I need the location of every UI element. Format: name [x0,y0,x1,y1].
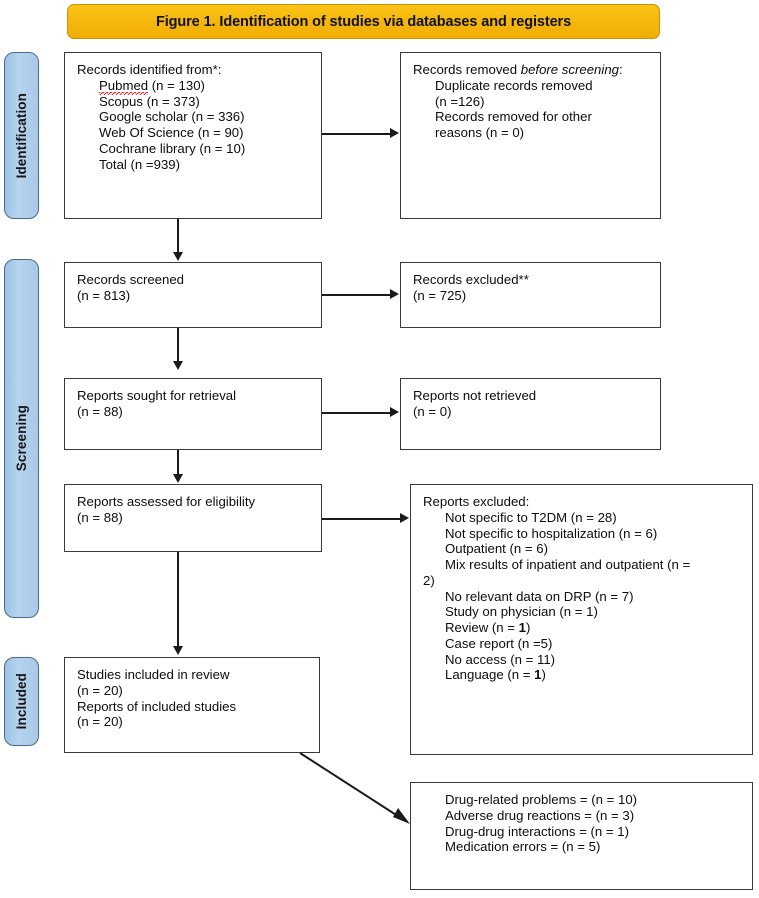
reports-not-retrieved-label: Reports not retrieved [413,388,537,403]
studies-included-label: Studies included in review [77,667,230,682]
reports-included-count: (n = 20) [77,714,123,730]
reports-sought-label: Reports sought for retrieval [77,388,237,403]
reports-excluded-item-language-count: 1 [534,667,542,683]
reports-sought-count: (n = 88) [77,403,123,419]
outcome-medication-errors: Medication errors = (n = 5) [445,839,601,855]
box-records-screened: Records screened (n = 813) [64,262,322,328]
records-identified-item-cochrane: Cochrane library (n = 10) [99,140,246,156]
stage-label-included-text: Included [14,673,29,730]
connector-screened-to-excluded [322,294,391,296]
connector-sought-to-assessed [177,450,179,475]
figure-title-text: Figure 1. Identification of studies via … [155,13,572,30]
arrowhead-screened-to-excluded [390,289,399,299]
box-records-removed: Records removed before screening: Duplic… [400,52,661,219]
stage-label-screening-text: Screening [14,405,29,472]
records-removed-heading: Records removed before screening: [413,62,650,78]
connector-included-to-outcomes-line [299,752,405,821]
records-removed-heading-italic: before screening [520,62,619,77]
box-records-excluded: Records excluded** (n = 725) [400,262,661,328]
box-outcomes: Drug-related problems = (n = 10) Adverse… [410,782,753,890]
figure-title-banner: Figure 1. Identification of studies via … [67,4,660,39]
arrowhead-identified-to-removed [390,128,399,138]
records-identified-item-scopus: Scopus (n = 373) [99,93,200,109]
box-reports-sought: Reports sought for retrieval (n = 88) [64,378,322,450]
box-reports-not-retrieved: Reports not retrieved (n = 0) [400,378,661,450]
records-removed-other: Records removed for other [435,109,592,125]
records-identified-item-pubmed: Pubmed (n = 130) [77,77,311,95]
records-identified-item-pubmed-count: (n = 130) [148,77,205,93]
arrowhead-sought-to-assessed [172,474,183,483]
reports-not-retrieved-count: (n = 0) [413,403,452,419]
reports-excluded-item-review-post: ) [526,620,531,636]
connector-identified-to-removed [322,133,391,135]
records-removed-duplicate: Duplicate records removed [435,77,593,93]
connector-sought-to-not-retrieved [322,412,391,414]
stage-label-included: Included [4,657,39,746]
stage-label-screening: Screening [4,259,39,618]
records-excluded-count: (n = 725) [413,287,467,303]
reports-excluded-item-outpatient: Outpatient (n = 6) [445,541,548,557]
records-removed-heading-part1: Records removed [413,62,521,77]
spellcheck-underline-pubmed: Pubmed [99,77,149,95]
outcome-drug-related-problems: Drug-related problems = (n = 10) [445,792,638,807]
records-identified-item-google-scholar: Google scholar (n = 336) [99,109,245,125]
reports-excluded-item-review: Review (n = 1) [423,620,742,636]
records-identified-heading: Records identified from*: [77,62,222,77]
arrowhead-assessed-to-included [172,646,183,655]
outcome-adverse-drug-reactions: Adverse drug reactions = (n = 3) [445,807,635,823]
reports-excluded-item-no-access: No access (n = 11) [445,651,556,667]
reports-excluded-item-language: Language (n = 1) [423,667,742,683]
reports-excluded-item-study-physician: Study on physician (n = 1) [445,604,598,620]
reports-excluded-item-language-post: ) [541,667,546,683]
reports-excluded-item-no-relevant-data: No relevant data on DRP (n = 7) [445,588,634,604]
reports-assessed-label: Reports assessed for eligibility [77,494,256,509]
connector-screened-to-sought [177,328,179,362]
records-identified-item-web-of-science: Web Of Science (n = 90) [99,125,244,141]
records-screened-count: (n = 813) [77,287,131,303]
connector-assessed-to-included [177,552,179,647]
connector-identified-to-screened [177,219,179,253]
reports-excluded-item-mix-results-cont: 2) [423,572,435,588]
studies-included-count: (n = 20) [77,682,123,698]
records-screened-label: Records screened [77,272,185,287]
arrowhead-screened-to-sought [172,361,183,370]
records-removed-heading-colon: : [619,62,623,77]
stage-label-identification-text: Identification [14,92,29,179]
reports-excluded-item-case-report: Case report (n =5) [445,635,553,651]
connector-assessed-to-reports-excluded [322,518,401,520]
box-reports-excluded-reasons: Reports excluded: Not specific to T2DM (… [410,484,753,755]
records-excluded-label: Records excluded** [413,272,529,287]
reports-excluded-item-review-count: 1 [518,620,527,636]
records-identified-total: Total (n =939) [99,156,181,172]
records-removed-duplicate-count: (n =126) [435,93,485,109]
reports-excluded-item-language-pre: Language (n = [445,667,535,683]
reports-excluded-item-review-pre: Review (n = [445,620,519,636]
reports-excluded-heading: Reports excluded: [423,494,530,509]
stage-label-identification: Identification [4,52,39,219]
box-reports-assessed: Reports assessed for eligibility (n = 88… [64,484,322,552]
arrowhead-identified-to-screened [172,252,183,261]
box-records-identified: Records identified from*: Pubmed (n = 13… [64,52,322,219]
reports-excluded-item-mix-results: Mix results of inpatient and outpatient … [445,557,691,573]
reports-excluded-item-t2dm: Not specific to T2DM (n = 28) [445,509,617,525]
box-studies-included: Studies included in review (n = 20) Repo… [64,657,320,753]
reports-included-label: Reports of included studies [77,698,237,714]
arrowhead-assessed-to-reports-excluded [400,513,409,523]
reports-excluded-item-hospitalization: Not specific to hospitalization (n = 6) [445,525,658,541]
outcome-drug-drug-interactions: Drug-drug interactions = (n = 1) [445,823,629,839]
arrowhead-sought-to-not-retrieved [390,407,399,417]
records-removed-other-count: reasons (n = 0) [435,125,525,141]
reports-assessed-count: (n = 88) [77,509,123,525]
arrowhead-included-to-outcomes [393,808,410,824]
